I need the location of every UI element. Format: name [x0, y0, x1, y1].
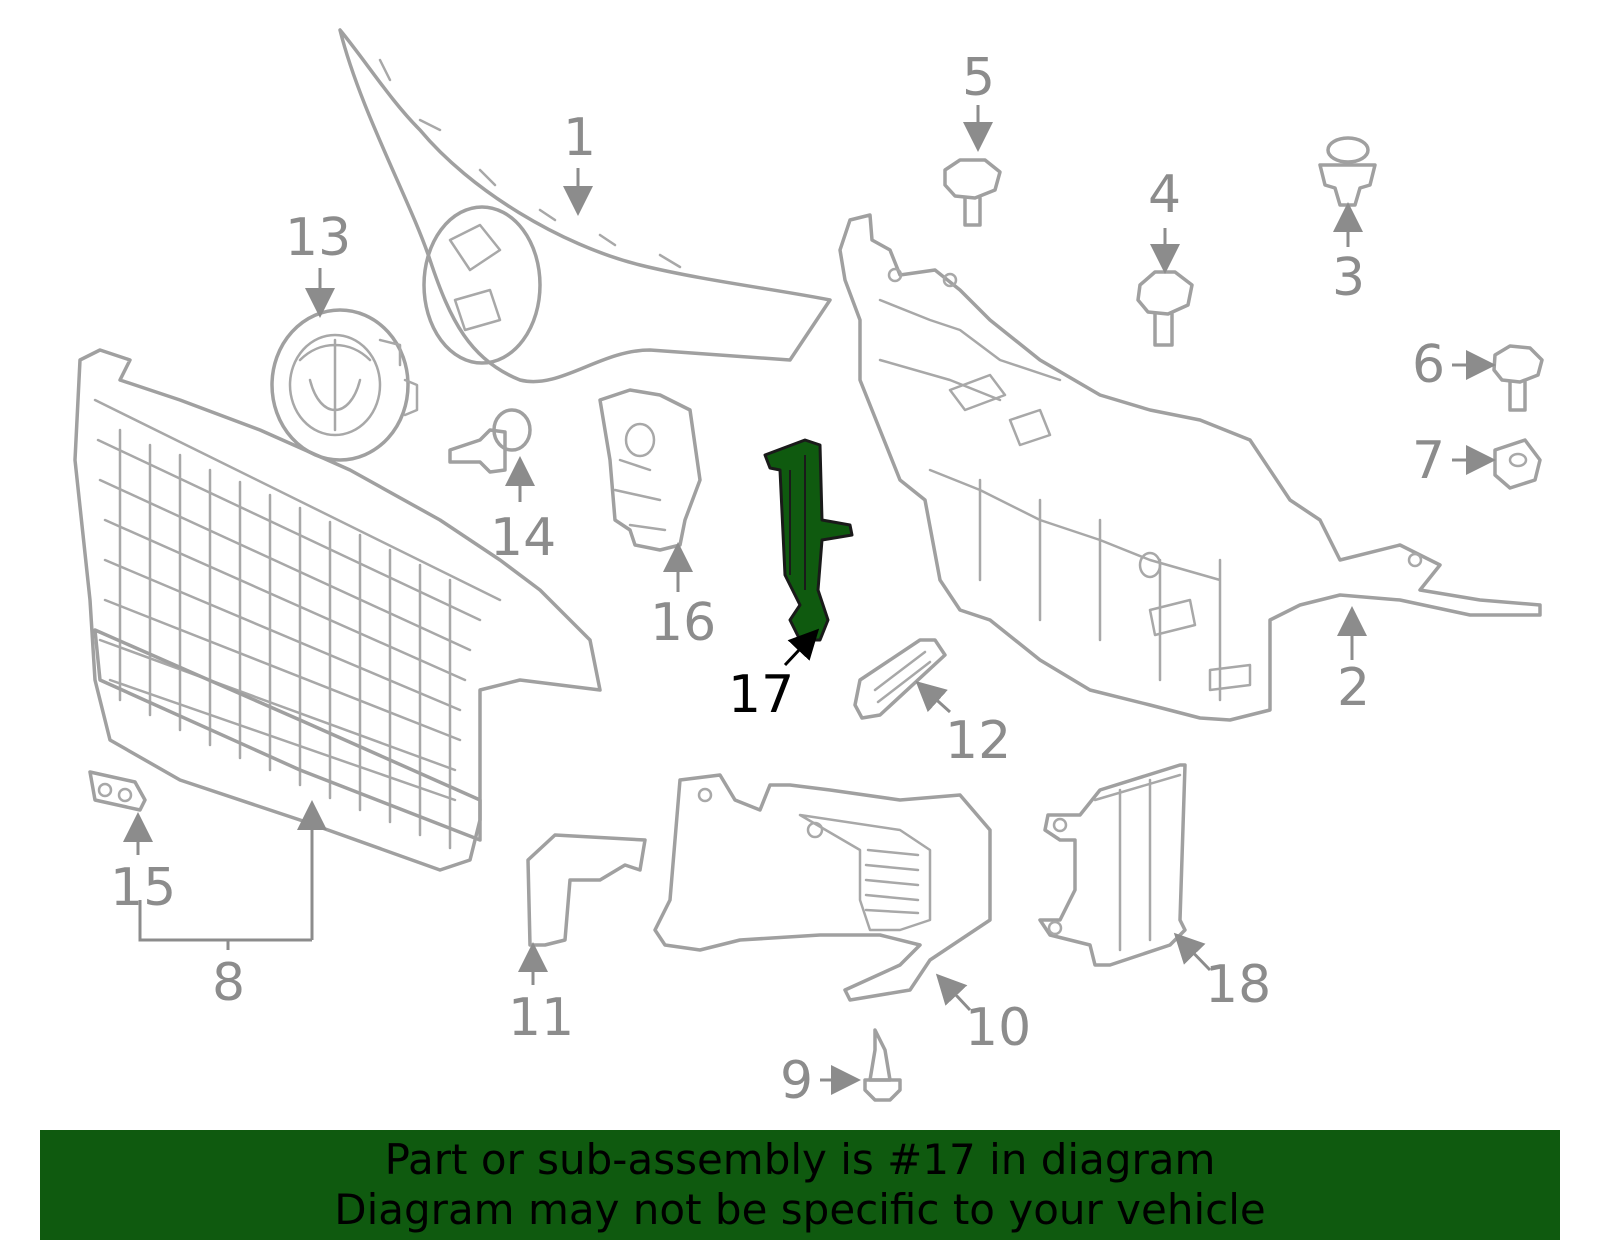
part-10-fog-lamp-cover	[653, 773, 992, 1002]
callout-11: 11	[508, 988, 574, 1048]
part-9-push-clip	[863, 1028, 902, 1102]
leader-lines	[123, 105, 1496, 1095]
part-17-highlighted-bracket	[763, 438, 854, 642]
part-3-push-clip	[1318, 136, 1377, 207]
callout-16: 16	[650, 593, 716, 653]
part-7-nut	[1493, 438, 1542, 490]
callout-12: 12	[945, 711, 1011, 771]
callout-18: 18	[1205, 955, 1271, 1015]
part-18-bracket	[1038, 763, 1187, 967]
callout-15: 15	[110, 858, 176, 918]
callout-1: 1	[563, 108, 596, 168]
callout-5: 5	[962, 48, 995, 108]
callout-8: 8	[212, 953, 245, 1013]
callout-14: 14	[490, 508, 556, 568]
callout-3: 3	[1332, 248, 1365, 308]
callout-17: 17	[728, 665, 794, 725]
part-11-trim	[526, 833, 647, 947]
callout-10: 10	[965, 998, 1031, 1058]
part-2-radiator-support	[838, 213, 1542, 722]
part-13-emblem	[270, 308, 419, 462]
part-16-bracket	[598, 388, 702, 552]
part-5-bolt	[943, 158, 1002, 227]
part-15-clip	[88, 770, 147, 812]
part-12-clip	[853, 638, 947, 720]
callout-7: 7	[1412, 431, 1445, 491]
footer-line-2: Diagram may not be specific to your vehi…	[334, 1185, 1266, 1234]
callout-2: 2	[1337, 658, 1370, 718]
part-4-bolt	[1136, 270, 1194, 347]
part-6-bolt	[1492, 344, 1544, 412]
callout-4: 4	[1148, 165, 1181, 225]
callout-labels: 1 2 3 4 5 6 7 8 9 10 11 12 13 14 15 16 1…	[110, 48, 1445, 1111]
callout-6: 6	[1412, 335, 1445, 395]
callout-9: 9	[780, 1051, 813, 1111]
part-14-screw	[448, 408, 532, 474]
part-1-upper-grille-trim	[338, 28, 832, 384]
footer-line-1: Part or sub-assembly is #17 in diagram	[384, 1135, 1216, 1184]
footer-banner: Part or sub-assembly is #17 in diagram D…	[40, 1130, 1560, 1240]
part-8-lower-grille	[73, 348, 602, 872]
callout-13: 13	[285, 208, 351, 268]
